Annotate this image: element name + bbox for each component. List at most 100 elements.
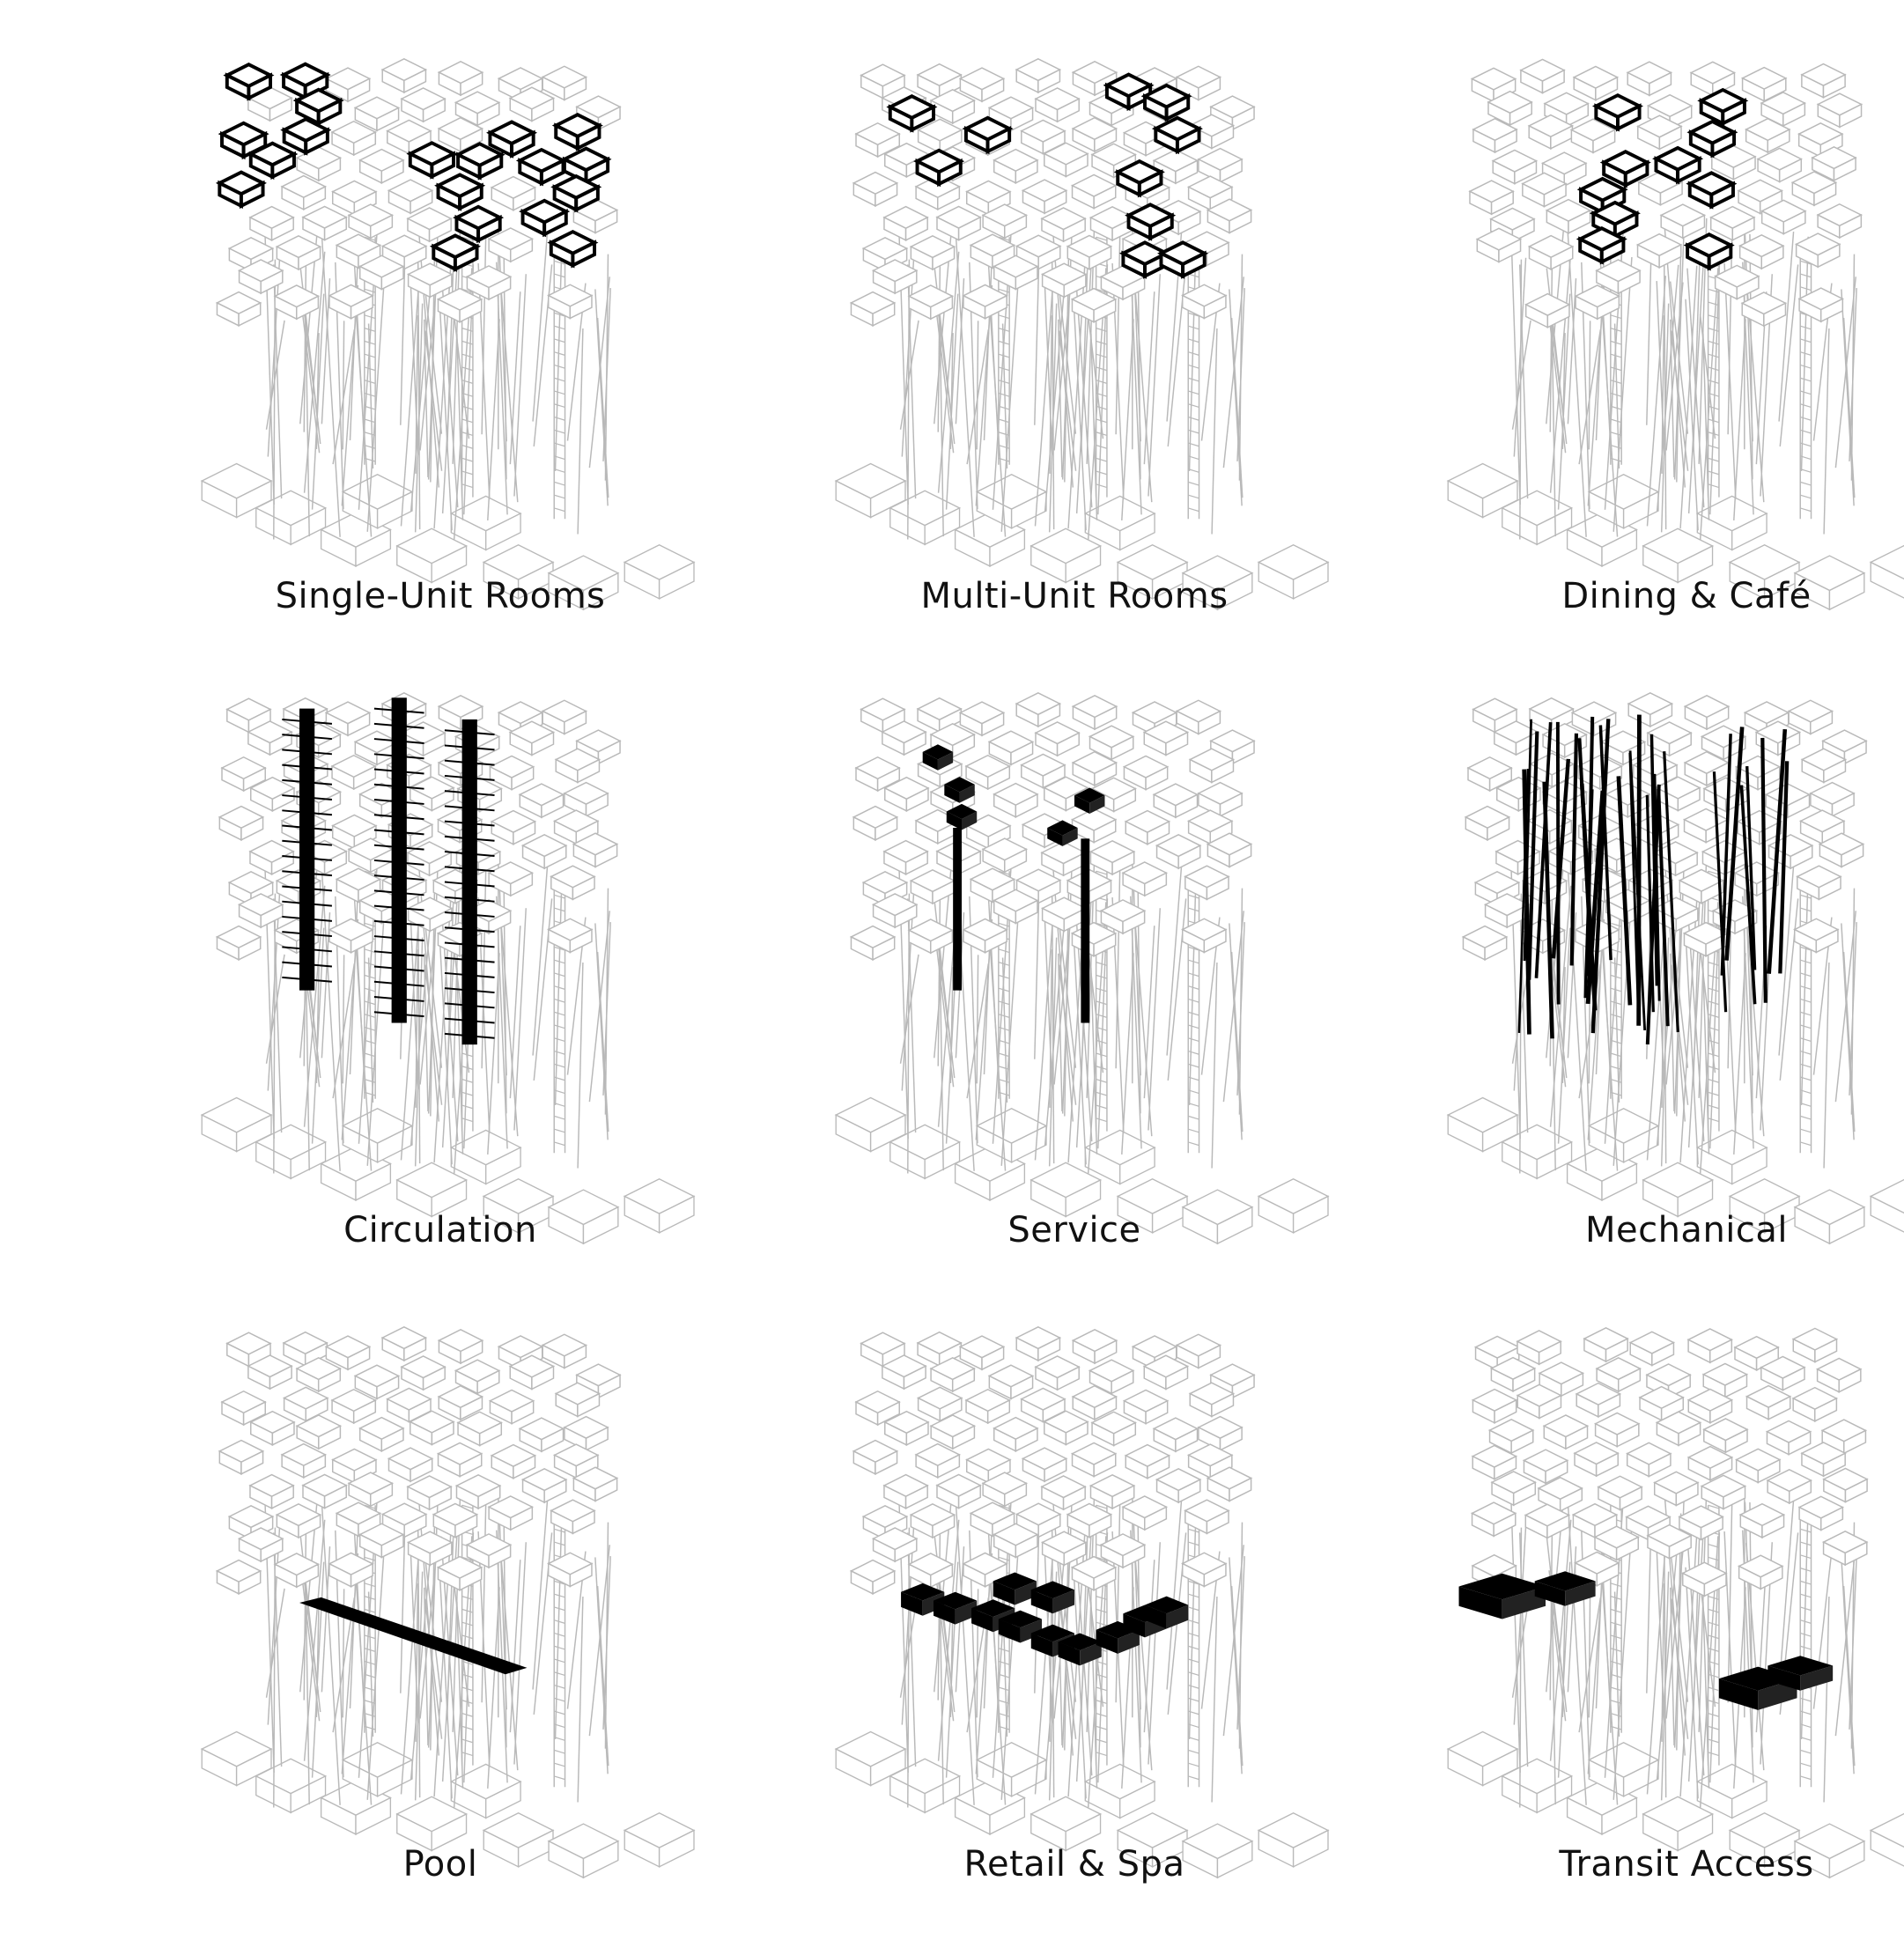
room-module xyxy=(303,1474,346,1508)
room-module xyxy=(884,207,927,240)
axonometric-diagram xyxy=(123,687,757,1250)
plinth-block xyxy=(1643,528,1713,582)
room-module xyxy=(1465,807,1509,840)
room-module xyxy=(1043,897,1086,931)
room-cluster xyxy=(217,1327,620,1594)
room-module xyxy=(1740,1504,1783,1538)
panel-single-unit-rooms: Single-Unit Rooms xyxy=(123,53,757,687)
room-module xyxy=(937,1474,980,1508)
plinth-block xyxy=(1031,1162,1101,1216)
room-module xyxy=(250,841,293,874)
room-module xyxy=(219,807,262,840)
plinth-block xyxy=(1697,496,1767,550)
room-module xyxy=(1036,1356,1079,1390)
room-module xyxy=(853,807,897,840)
room-module xyxy=(1470,181,1513,214)
single-unit-room xyxy=(520,150,563,183)
mechanical-shaft xyxy=(1558,722,1559,1005)
dining-module xyxy=(1701,90,1745,123)
room-module xyxy=(409,897,452,931)
room-cluster xyxy=(851,1327,1254,1594)
room-module xyxy=(250,1475,293,1509)
room-module xyxy=(1716,265,1759,299)
room-module xyxy=(1530,236,1573,269)
room-module xyxy=(1463,926,1506,960)
room-module xyxy=(1811,783,1854,816)
plinth-block xyxy=(1697,1764,1767,1818)
room-module xyxy=(1818,1358,1861,1391)
mechanical-shaft xyxy=(1639,715,1640,1026)
room-module xyxy=(1073,696,1116,729)
room-module xyxy=(884,841,927,874)
room-module xyxy=(1124,756,1167,789)
room-module xyxy=(551,1500,594,1533)
room-module xyxy=(1125,811,1169,845)
room-module xyxy=(1688,1329,1731,1362)
room-module xyxy=(851,292,894,326)
room-module xyxy=(402,88,445,122)
axonometric-diagram xyxy=(1369,687,1904,1250)
room-module xyxy=(1661,204,1704,238)
panel-circulation: Circulation xyxy=(123,687,757,1321)
room-module xyxy=(1042,1476,1085,1509)
room-module xyxy=(853,173,897,206)
panel-label: Circulation xyxy=(123,1210,757,1250)
panel-label: Dining & Café xyxy=(1369,576,1904,616)
axonometric-diagram xyxy=(757,1321,1391,1885)
room-module xyxy=(408,208,451,241)
room-module xyxy=(1767,1420,1810,1454)
panel-mechanical: Mechanical xyxy=(1369,687,1904,1321)
room-module xyxy=(1073,1442,1116,1476)
room-module xyxy=(1185,1500,1229,1533)
room-module xyxy=(1016,1327,1059,1361)
room-module xyxy=(491,1445,535,1479)
room-module xyxy=(1818,204,1861,238)
room-module xyxy=(1648,722,1691,756)
panel-dining-cafe: Dining & Café xyxy=(1369,53,1904,687)
panel-multi-unit-rooms: Multi-Unit Rooms xyxy=(757,53,1391,687)
room-module xyxy=(1123,1496,1166,1530)
room-module xyxy=(1628,693,1672,727)
plinth-block xyxy=(1085,1130,1155,1184)
room-module xyxy=(1022,180,1066,213)
room-module xyxy=(439,62,482,95)
room-module xyxy=(303,206,346,240)
room-module xyxy=(853,1441,897,1474)
single-unit-room xyxy=(433,235,476,269)
room-module xyxy=(520,1418,563,1451)
room-module xyxy=(1521,59,1564,92)
room-module xyxy=(490,1390,533,1423)
room-module xyxy=(1124,1390,1167,1423)
room-module xyxy=(250,207,293,240)
room-module xyxy=(523,835,566,868)
room-module xyxy=(1090,841,1133,874)
room-module xyxy=(1824,1531,1867,1565)
panel-label: Single-Unit Rooms xyxy=(123,576,757,616)
room-module xyxy=(1157,1469,1200,1502)
room-module xyxy=(433,1503,476,1537)
room-module xyxy=(1125,1445,1169,1479)
room-module xyxy=(523,1469,566,1502)
room-module xyxy=(409,263,452,297)
room-module xyxy=(1627,62,1671,95)
room-module xyxy=(1685,696,1728,729)
plinth-block xyxy=(1697,1130,1767,1184)
room-module xyxy=(382,59,425,92)
room-cluster xyxy=(217,693,620,960)
room-module xyxy=(1818,93,1861,127)
plinth-block xyxy=(1031,1796,1101,1850)
room-module xyxy=(1797,866,1841,899)
room-module xyxy=(1638,234,1681,268)
room-module xyxy=(542,700,586,734)
room-module xyxy=(1736,756,1779,789)
plinth-block xyxy=(1643,1162,1713,1216)
room-module xyxy=(1655,1472,1698,1505)
room-module xyxy=(1022,1448,1066,1481)
room-module xyxy=(565,783,608,816)
room-module xyxy=(1073,174,1116,208)
plinth-block xyxy=(397,1162,467,1216)
room-module xyxy=(1073,808,1116,842)
room-module xyxy=(408,842,451,875)
panel-service: Service xyxy=(757,687,1391,1321)
program-diagram-grid: Single-Unit Rooms Multi-Unit Rooms Dinin… xyxy=(0,0,1904,1904)
